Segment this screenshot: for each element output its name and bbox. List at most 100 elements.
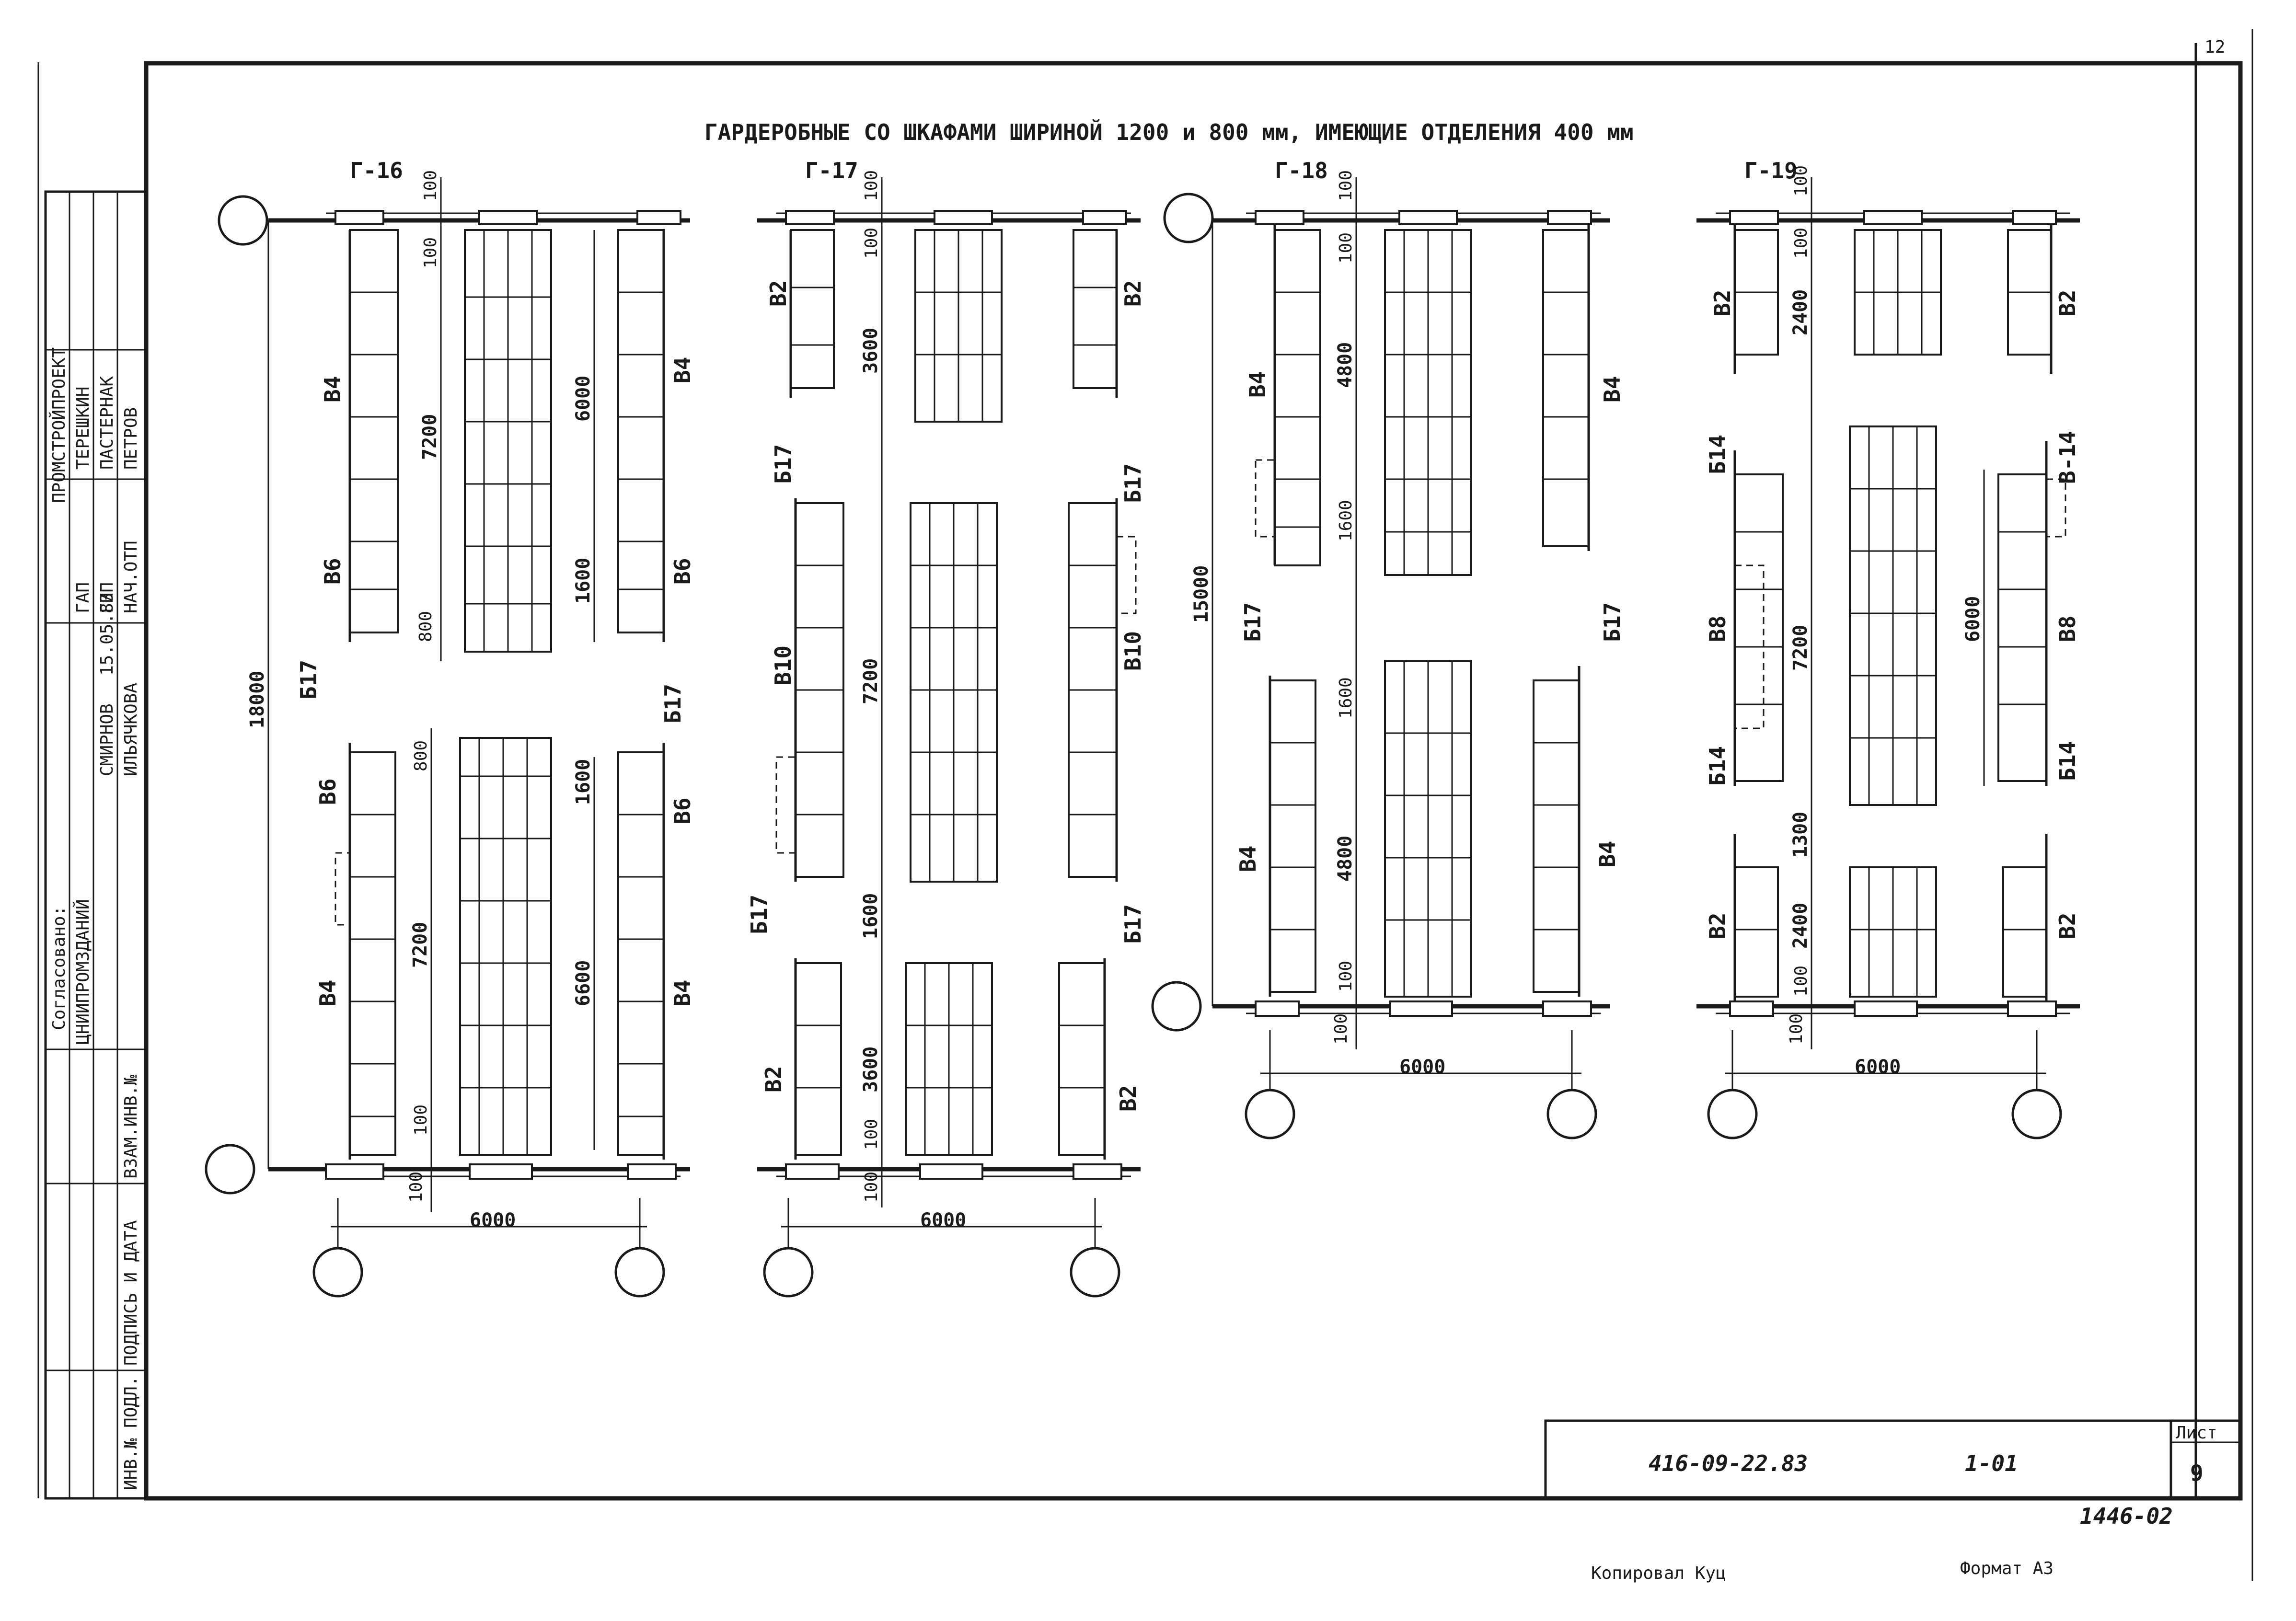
plan-g19: Г-19 6000 100 100 2400 В2 В2 (1696, 158, 2080, 1139)
g17-cab-7: Б17 (746, 895, 772, 934)
g17-cab-2: В2 (1120, 280, 1146, 307)
g16-dim-top-3: 7200 (419, 414, 441, 460)
g19-cab-8: Б14 (2054, 741, 2080, 781)
g17-cab-4: Б17 (1120, 463, 1146, 503)
g18-dim-top-1: 100 (1336, 170, 1356, 201)
g17-cab-6: В10 (1120, 631, 1146, 671)
g16-cab-5: Б17 (296, 660, 322, 700)
g16-cab-9: В6 (669, 798, 695, 824)
g17-dim-mid-2: 1600 (860, 893, 882, 939)
g18-dim-bot-2: 4800 (1334, 836, 1356, 882)
g17-cab-5: В10 (770, 645, 796, 685)
stamp-name-right-3: ПЕТРОВ (121, 407, 141, 470)
g17-dim-mid-1: 7200 (860, 658, 882, 704)
g16-dim-top-5: 1600 (572, 558, 594, 604)
doc-part: 1-01 (1965, 1450, 2018, 1476)
plan-g18-id: Г-18 (1275, 158, 1328, 184)
g18-dim-bot-1: 1600 (1336, 677, 1356, 719)
plan-g16-length: 18000 (246, 671, 268, 728)
g17-dim-bot-1: 3600 (860, 1046, 882, 1092)
g19-cab-10: В2 (2054, 913, 2080, 939)
g17-dim-top-2: 100 (862, 228, 881, 259)
plan-g18-width: 6000 (1399, 1056, 1445, 1078)
axis-marker (2011, 1089, 2062, 1139)
sheet-format: Формат А3 (1960, 1559, 2054, 1578)
stamp-name-left-2: ИЛЬЯЧКОВА (121, 683, 141, 776)
stamp-role-3: НАЧ.ОТП (121, 540, 141, 613)
g19-dim-mid-3: 1300 (1789, 812, 1811, 858)
doc-code: 416-09-22.83 (1649, 1450, 1808, 1476)
g19-dim-bot-3: 100 (1787, 1013, 1806, 1045)
plan-g16: Г-16 6000 18000 (205, 158, 695, 1298)
g18-dim-bot-3: 100 (1336, 961, 1356, 992)
g18-cab-4: Б17 (1599, 602, 1625, 642)
g19-dim-top-3: 2400 (1789, 289, 1811, 335)
stamp-agreed: Согласовано: (49, 906, 69, 1030)
g19-dim-mid-2: 6000 (1962, 596, 1984, 642)
g17-dim-bot-3: 100 (862, 1172, 881, 1203)
stamp-name-left-1: СМИРНОВ (97, 703, 117, 776)
axis-marker (614, 1247, 665, 1298)
g16-dim-bot-4: 6600 (572, 960, 594, 1006)
copied-by: Копировал Куц (1591, 1564, 1726, 1583)
g16-cab-10: В4 (669, 980, 695, 1006)
axis-marker (1070, 1247, 1120, 1298)
g16-cab-4: В6 (669, 558, 695, 585)
g16-dim-top-1: 100 (421, 170, 440, 201)
axis-marker (1151, 981, 1202, 1032)
g17-dim-top-1: 100 (862, 170, 881, 201)
stamp-inv-1: ИНВ.№ ПОДЛ. (121, 1376, 141, 1490)
stamp-org-left: ЦНИИПРОМЗДАНИЙ (73, 899, 93, 1045)
g17-cab-10: В2 (1115, 1085, 1141, 1112)
g19-cab-2: В2 (2054, 290, 2080, 316)
axis-marker (205, 1144, 255, 1195)
g16-cab-2: В6 (320, 558, 346, 585)
stamp-role-1: ГАП (73, 582, 93, 613)
g19-cab-1: В2 (1709, 290, 1735, 316)
g17-cab-1: В2 (765, 280, 791, 307)
g19-dim-bot-2: 100 (1791, 966, 1811, 997)
stamp-inv-3: ВЗАМ.ИНВ.№ (121, 1075, 141, 1179)
g17-dim-bot-2: 100 (862, 1119, 881, 1150)
g16-dim-bot-2: 1600 (572, 759, 594, 805)
g16-cab-1: В4 (320, 376, 346, 402)
stamp-inv-2: ПОДПИСЬ И ДАТА (121, 1220, 141, 1366)
g16-dim-bot-1: 800 (411, 740, 431, 771)
g16-dim-bot-6: 100 (406, 1172, 426, 1203)
g18-dim-top-3: 4800 (1334, 342, 1356, 388)
page-corner-number: 12 (2204, 37, 2225, 57)
g17-dim-top-3: 3600 (860, 328, 882, 374)
plan-g19-width: 6000 (1855, 1056, 1901, 1078)
g18-cab-3: Б17 (1240, 602, 1266, 642)
g16-cab-8: В4 (315, 980, 341, 1006)
g19-cab-7: Б14 (1705, 746, 1731, 786)
g19-dim-top-2: 100 (1791, 228, 1811, 259)
axis-marker (763, 1247, 814, 1298)
g16-dim-bot-3: 7200 (409, 922, 431, 968)
plan-g18: Г-18 6000 15000 (1151, 158, 1625, 1139)
sheet-label: Лист (2176, 1423, 2217, 1443)
g17-cab-9: В2 (761, 1066, 786, 1092)
g19-dim-top-1: 100 (1791, 165, 1811, 196)
g18-cab-6: В4 (1594, 841, 1620, 867)
g19-cab-9: В2 (1705, 913, 1731, 939)
g19-cab-4: В-14 (2054, 431, 2080, 484)
g18-cab-2: В4 (1599, 376, 1625, 402)
plan-g17: Г-17 6000 100 100 3600 В2 В2 Б17 Б17 (746, 158, 1146, 1298)
axis-marker (312, 1247, 363, 1298)
axis-marker (1707, 1089, 1758, 1139)
stamp-name-right-2: ПАСТЕРНАК (97, 376, 117, 470)
g16-cab-6: Б17 (660, 684, 686, 724)
g19-cab-5: В8 (1705, 616, 1731, 642)
g18-dim-bot-4: 100 (1331, 1013, 1351, 1045)
stamp-org-right: ПРОМСТРОЙПРОЕКТ (49, 347, 69, 503)
plan-g17-width: 6000 (920, 1209, 966, 1231)
g16-dim-top-4: 6000 (572, 376, 594, 422)
g18-cab-5: В4 (1235, 846, 1261, 872)
drawing-title: ГАРДЕРОБНЫЕ СО ШКАФАМИ ШИРИНОЙ 1200 и 80… (704, 119, 1634, 145)
plan-g17-id: Г-17 (805, 158, 858, 184)
g16-dim-top-2: 100 (421, 237, 440, 268)
g16-dim-bot-5: 100 (411, 1104, 431, 1136)
plan-g19-id: Г-19 (1744, 158, 1798, 184)
